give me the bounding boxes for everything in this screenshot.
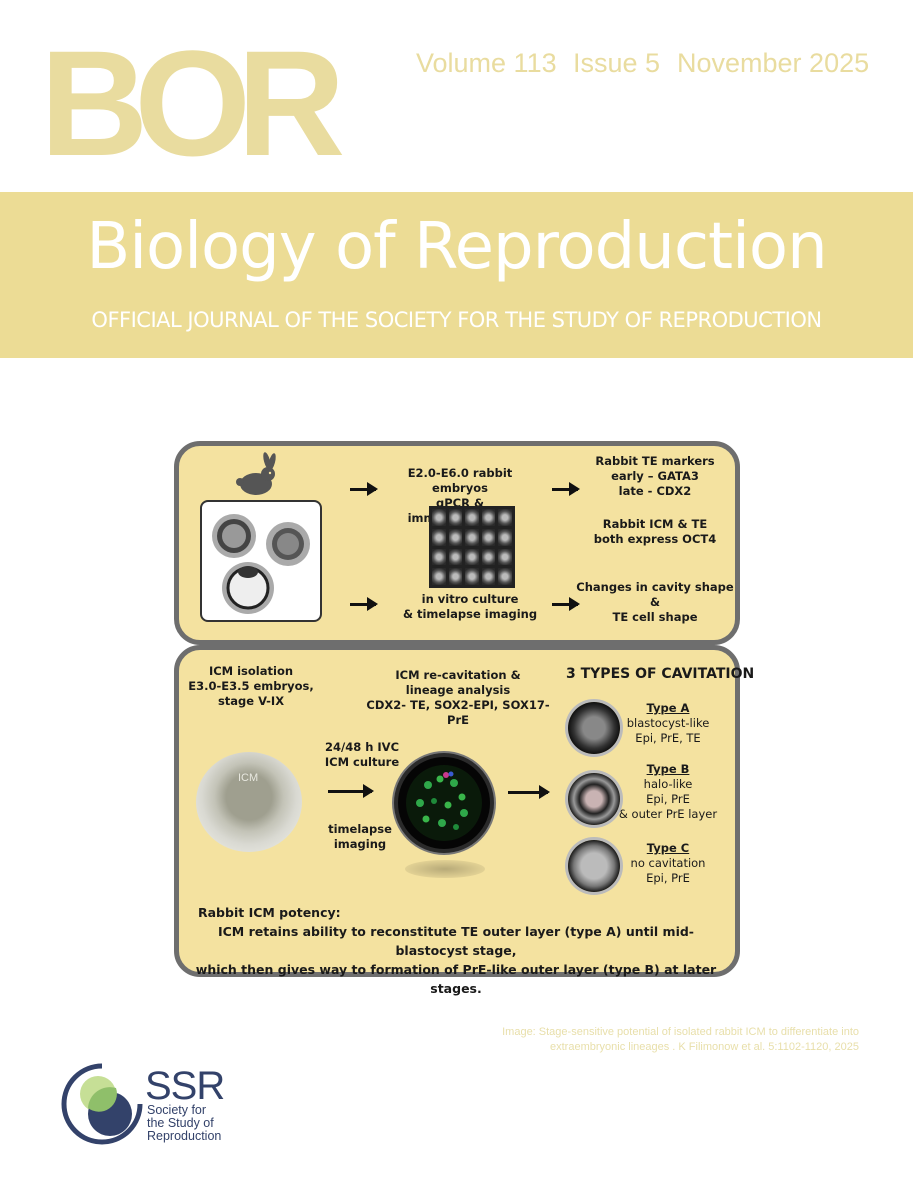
- potency-heading: Rabbit ICM potency:: [198, 905, 341, 920]
- rabbit-icon: [236, 452, 276, 495]
- society-abbreviation: SSR: [145, 1064, 225, 1108]
- date-label: November 2025: [677, 48, 870, 78]
- type-a-title: Type A: [646, 701, 690, 715]
- arrow-icon: [552, 482, 580, 496]
- type-b-desc: halo-like Epi, PrE & outer PrE layer: [618, 777, 718, 821]
- changes-text: Changes in cavity shape & TE cell shape: [576, 580, 734, 624]
- arrow-icon: [508, 785, 550, 799]
- journal-subtitle: OFFICIAL JOURNAL OF THE SOCIETY FOR THE …: [91, 308, 822, 332]
- journal-title: Biology of Reproduction: [86, 210, 827, 284]
- timelapse-grid-image: [429, 506, 515, 588]
- recavitation-text: ICM re-cavitation & lineage analysis CDX…: [366, 668, 550, 727]
- culture-text: 24/48 h IVC ICM culture: [324, 740, 400, 769]
- potency-text: ICM retains ability to reconstitute TE o…: [195, 924, 717, 996]
- icm-isolation-text: ICM isolation E3.0-E3.5 embryos, stage V…: [188, 664, 314, 708]
- arrow-icon: [350, 482, 378, 496]
- volume-label: Volume 113: [416, 48, 557, 78]
- type-c-image: [568, 840, 620, 892]
- fluorescence-image: [398, 757, 490, 849]
- type-c-desc: no cavitation Epi, PrE: [630, 856, 706, 885]
- icm-label: ICM: [238, 772, 259, 784]
- journal-logo: BOR: [40, 19, 345, 187]
- arrow-icon: [328, 784, 374, 798]
- type-b-title: Type B: [646, 762, 690, 776]
- image-shadow: [405, 860, 485, 878]
- type-a-desc: blastocyst-like Epi, PrE, TE: [626, 716, 710, 745]
- type-c-title: Type C: [646, 841, 690, 855]
- cavitation-types-heading: 3 TYPES OF CAVITATION: [566, 666, 755, 682]
- issue-label: Issue 5: [573, 48, 661, 78]
- society-name: Society for the Study of Reproduction: [147, 1103, 222, 1143]
- type-b-image: [568, 773, 620, 825]
- arrow-icon: [350, 597, 378, 611]
- embryo-stages-image: [200, 500, 322, 622]
- oct4-text: Rabbit ICM & TE both express OCT4: [593, 517, 717, 546]
- icm-microscopy-image: ICM: [196, 752, 302, 852]
- title-band: [0, 192, 913, 358]
- te-markers-text: Rabbit TE markers early – GATA3 late - C…: [595, 454, 715, 498]
- step2-text: in vitro culture & timelapse imaging: [402, 592, 538, 621]
- arrow-icon: [552, 597, 580, 611]
- timelapse-text: timelapse imaging: [328, 822, 392, 851]
- type-a-image: [568, 702, 620, 754]
- cover-image-caption: Image: Stage-sensitive potential of isol…: [502, 1026, 859, 1053]
- ssr-logo-icon: [61, 1063, 143, 1145]
